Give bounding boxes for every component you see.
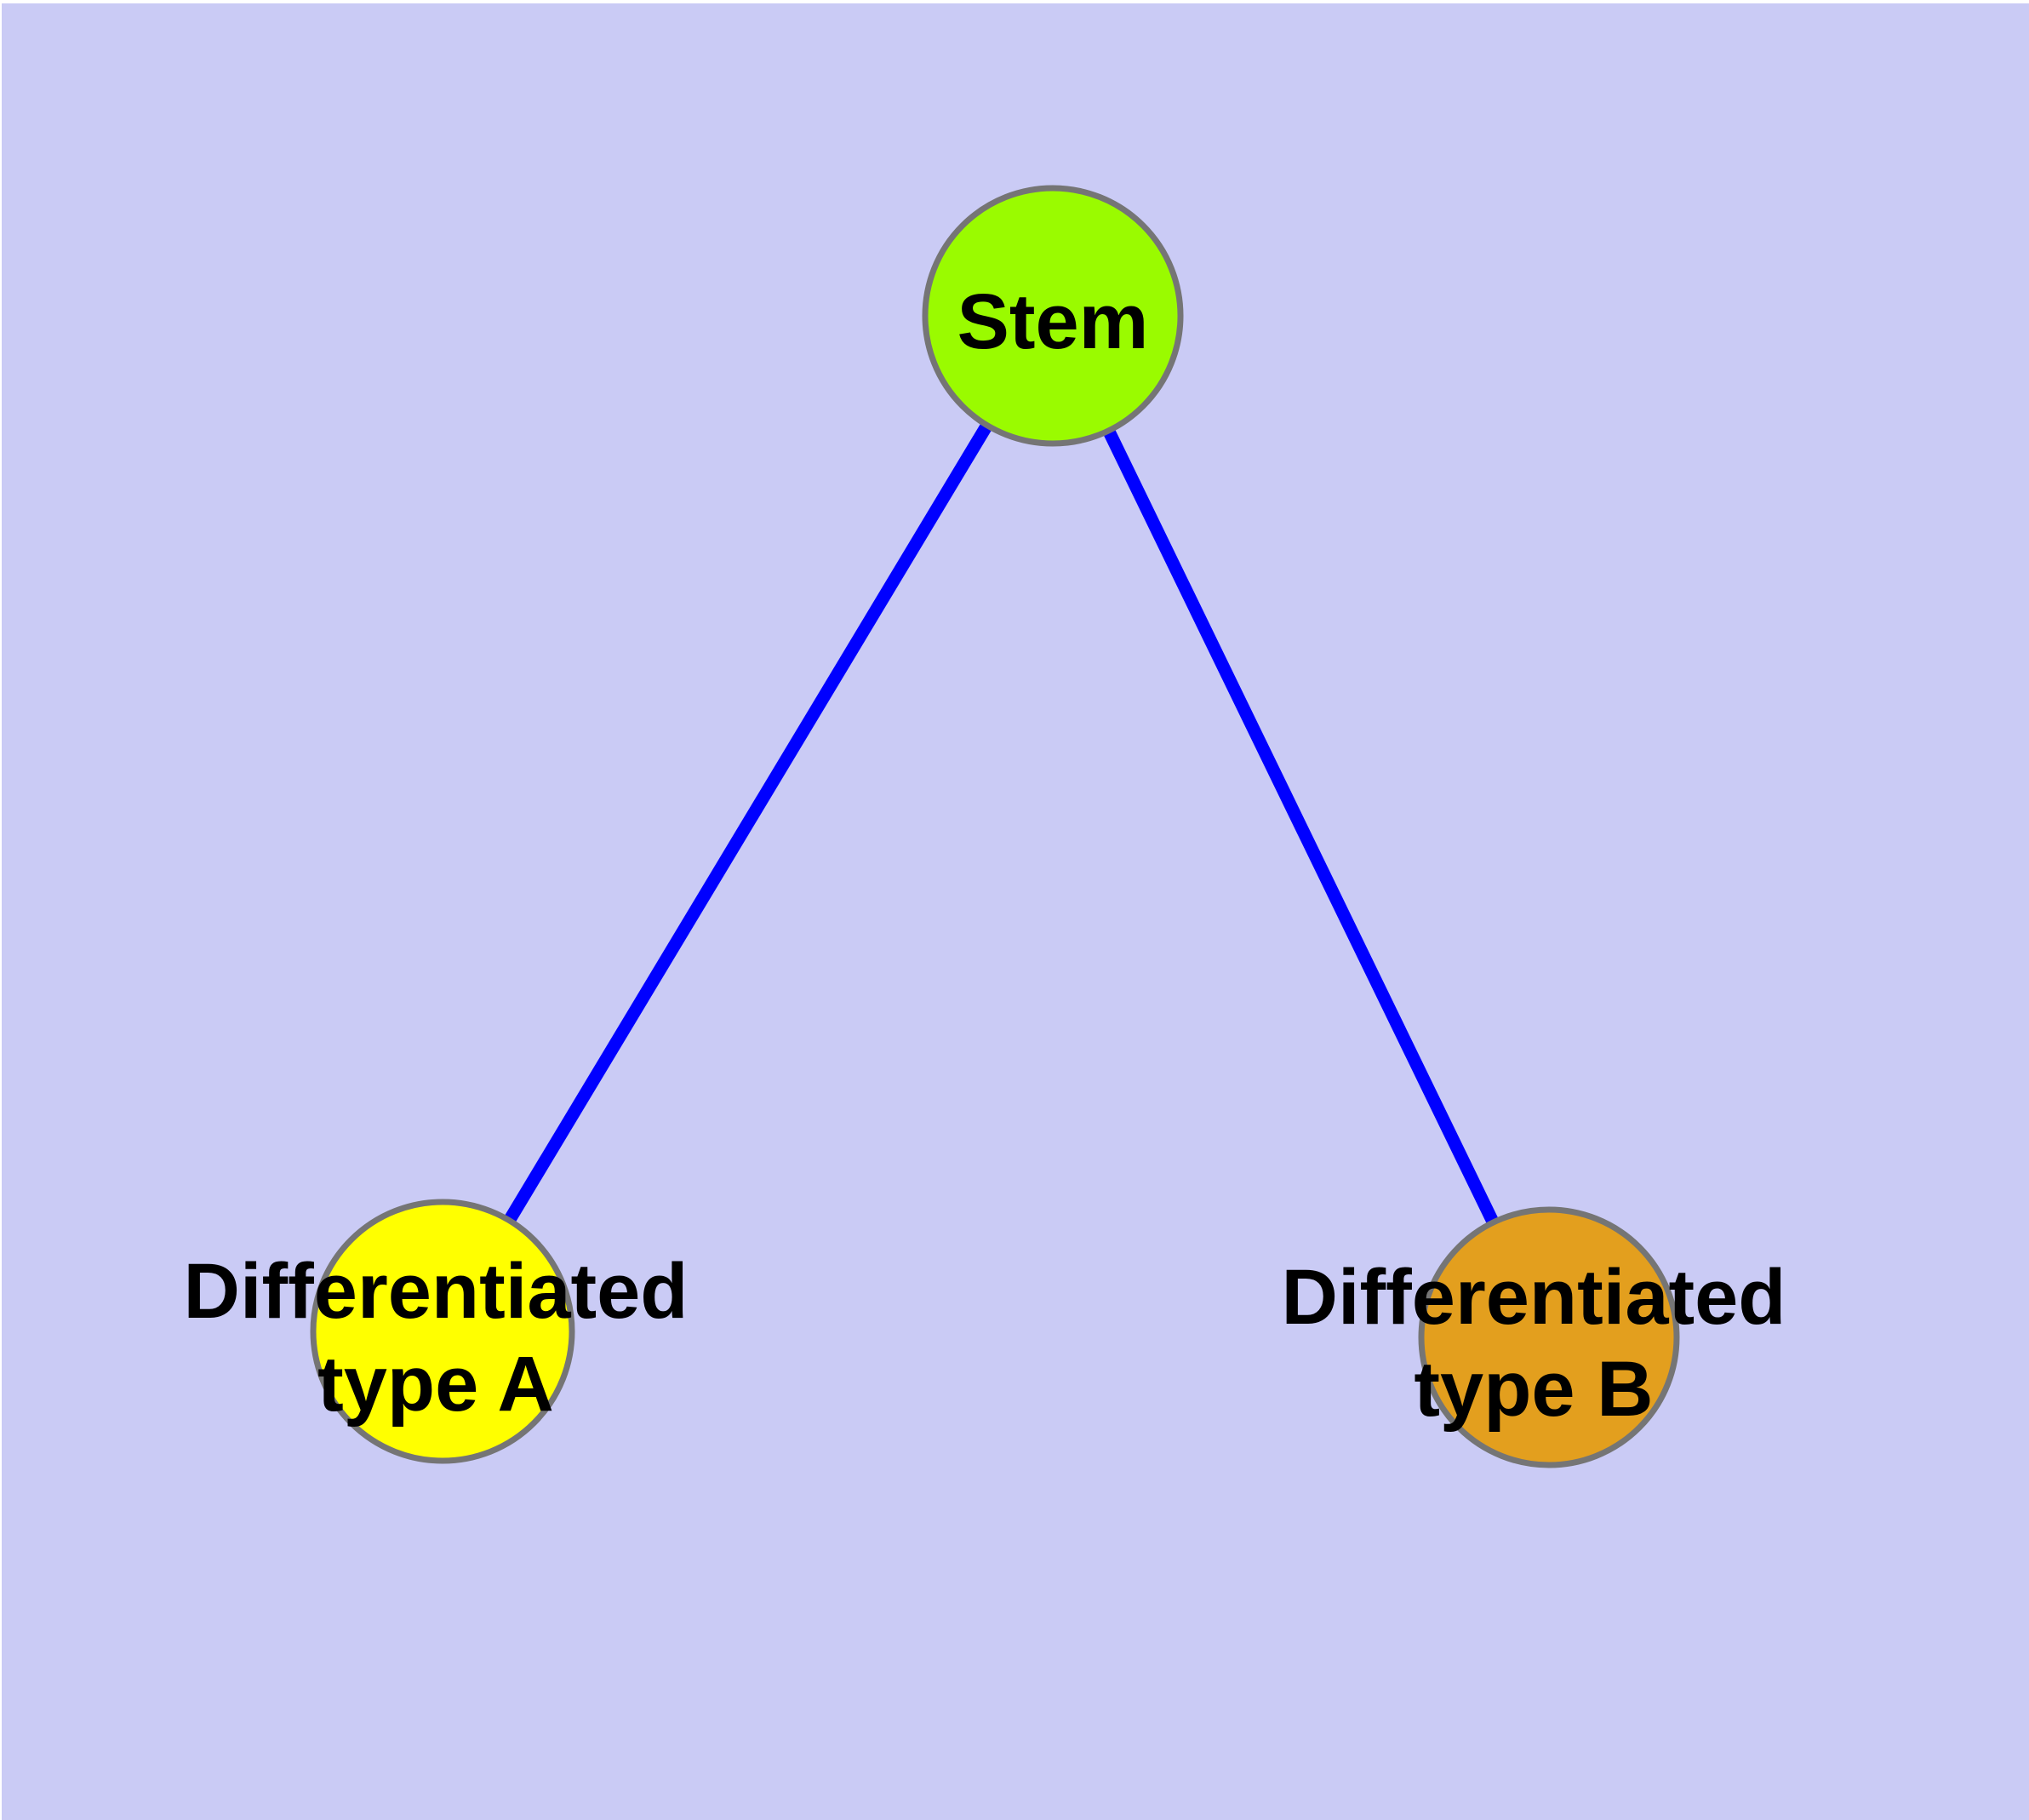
edge-layer (437, 312, 1555, 1341)
differentiated-type-a-node (310, 1199, 575, 1464)
stem-node (922, 185, 1184, 447)
label-layer: Stem Differentiated type A Differentiate… (184, 278, 1786, 1433)
type-a-label-line-1: Differentiated (184, 1248, 689, 1335)
stem-node-label: Stem (957, 278, 1149, 365)
type-b-label-line-2: type B (1414, 1346, 1653, 1433)
edge-stem-to-type-b (1047, 312, 1555, 1341)
edge-stem-to-type-a (437, 312, 1059, 1335)
differentiated-type-b-node (1418, 1206, 1680, 1468)
type-b-label-line-1: Differentiated (1282, 1254, 1786, 1341)
type-a-label-line-2: type A (317, 1341, 554, 1428)
node-layer (310, 185, 1680, 1468)
